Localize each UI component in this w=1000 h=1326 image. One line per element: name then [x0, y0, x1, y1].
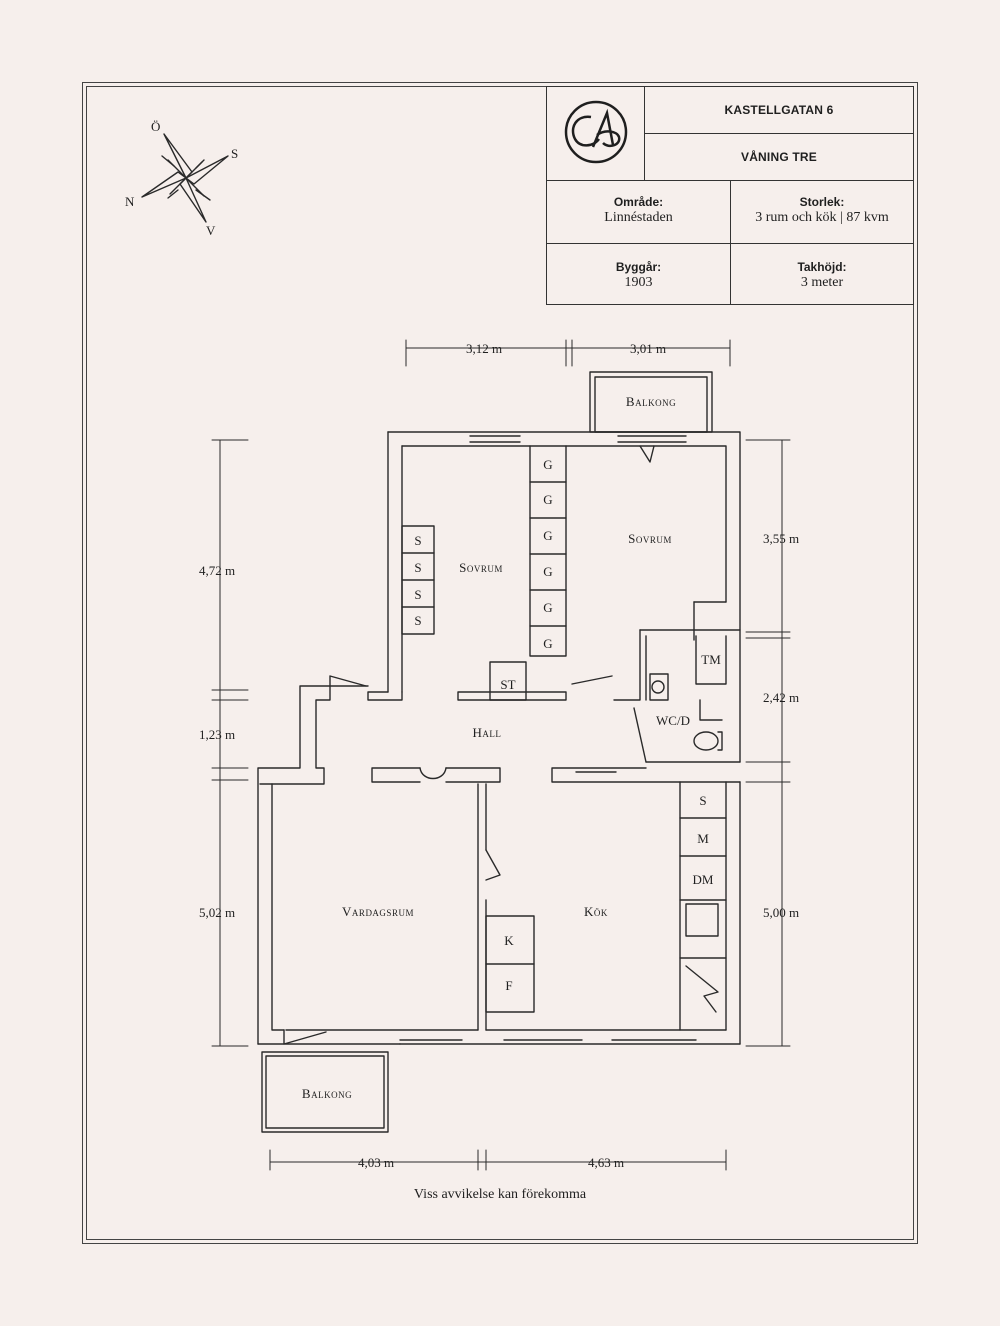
dimension-left-living: 5,02 m — [199, 905, 235, 920]
fixture-label-freezer: F — [505, 978, 512, 993]
room-label-kitchen: Kök — [584, 904, 608, 919]
wardrobe-g-column — [529, 481, 567, 627]
height-value: 3 meter — [800, 275, 844, 290]
compass-label-south: S — [231, 146, 238, 161]
size-label: Storlek: — [799, 195, 845, 209]
room-label-living-room: Vardagsrum — [342, 904, 414, 919]
compass-label-north: N — [125, 194, 135, 209]
fixture-label-g1: G — [543, 457, 552, 472]
fixture-label-g6: G — [543, 636, 552, 651]
address-cell: KASTELLGATAN 6 — [645, 87, 913, 134]
dimension-bottom-right: 4,63 m — [588, 1155, 624, 1170]
room-label-bedroom-left: Sovrum — [459, 560, 503, 575]
room-label-wc: WC/D — [656, 713, 690, 728]
dimension-bottom-left: 4,03 m — [358, 1155, 394, 1170]
bottom-balcony — [261, 1051, 389, 1133]
size-value: 3 rum och kök | 87 kvm — [755, 210, 889, 225]
wardrobe-s-column — [401, 525, 435, 635]
fixture-label-washer: TM — [701, 652, 721, 667]
fixture-label-g5: G — [543, 600, 552, 615]
room-label-balcony-bottom: Balkong — [302, 1086, 352, 1101]
year-value: 1903 — [624, 275, 653, 290]
dimension-right-bedroom: 3,55 m — [763, 531, 799, 546]
logo-cell — [547, 87, 645, 181]
inner-frame — [86, 86, 914, 1240]
year-label: Byggår: — [615, 260, 662, 274]
area-value: Linnéstaden — [604, 210, 673, 225]
room-label-bedroom-right: Sovrum — [628, 531, 672, 546]
dimension-left-bedroom: 4,72 m — [199, 563, 235, 578]
dimension-right-kitchen: 5,00 m — [763, 905, 799, 920]
fixture-label-s2: S — [414, 560, 421, 575]
area-cell: Område: Linnéstaden — [547, 181, 731, 244]
dimension-right-wc: 2,42 m — [763, 690, 799, 705]
room-label-hall: Hall — [473, 725, 502, 740]
fixture-label-kitchen-m: M — [697, 831, 709, 846]
fixture-label-g4: G — [543, 564, 552, 579]
address-title: KASTELLGATAN 6 — [724, 103, 834, 117]
area-label: Område: — [613, 195, 664, 209]
brand-logo-icon — [564, 100, 628, 164]
dimension-left-hall: 1,23 m — [199, 727, 235, 742]
fixture-label-s1: S — [414, 533, 421, 548]
fixture-label-storage: ST — [500, 677, 515, 692]
fixture-label-kitchen-dm: DM — [693, 872, 714, 887]
walls — [257, 431, 741, 1045]
compass-label-west: V — [206, 223, 216, 238]
compass-icon — [141, 133, 229, 223]
floor-title: VÅNING TRE — [740, 150, 817, 164]
dimension-top-right: 3,01 m — [630, 341, 666, 356]
outer-frame — [82, 82, 918, 1244]
dimension-top-left: 3,12 m — [466, 341, 502, 356]
fixture-label-g3: G — [543, 528, 552, 543]
fixture-label-s3: S — [414, 587, 421, 602]
size-cell: Storlek: 3 rum och kök | 87 kvm — [731, 181, 913, 244]
floor-cell: VÅNING TRE — [645, 134, 913, 181]
height-label: Takhöjd: — [797, 260, 847, 274]
fixture-label-fridge: K — [504, 933, 514, 948]
fixture-label-g2: G — [543, 492, 552, 507]
disclaimer-note: Viss avvikelse kan förekomma — [413, 1187, 587, 1202]
compass-label-east: Ö — [151, 119, 160, 134]
title-block: KASTELLGATAN 6 VÅNING TRE Område: Linnés… — [546, 86, 914, 305]
height-cell: Takhöjd: 3 meter — [731, 244, 913, 304]
fixture-label-s4: S — [414, 613, 421, 628]
dimension-lines — [211, 339, 791, 1171]
room-label-balcony-top: Balkong — [626, 394, 676, 409]
wc-fixtures — [649, 673, 723, 751]
storage-box — [489, 661, 527, 701]
year-cell: Byggår: 1903 — [547, 244, 731, 304]
fixture-label-kitchen-s: S — [699, 793, 706, 808]
